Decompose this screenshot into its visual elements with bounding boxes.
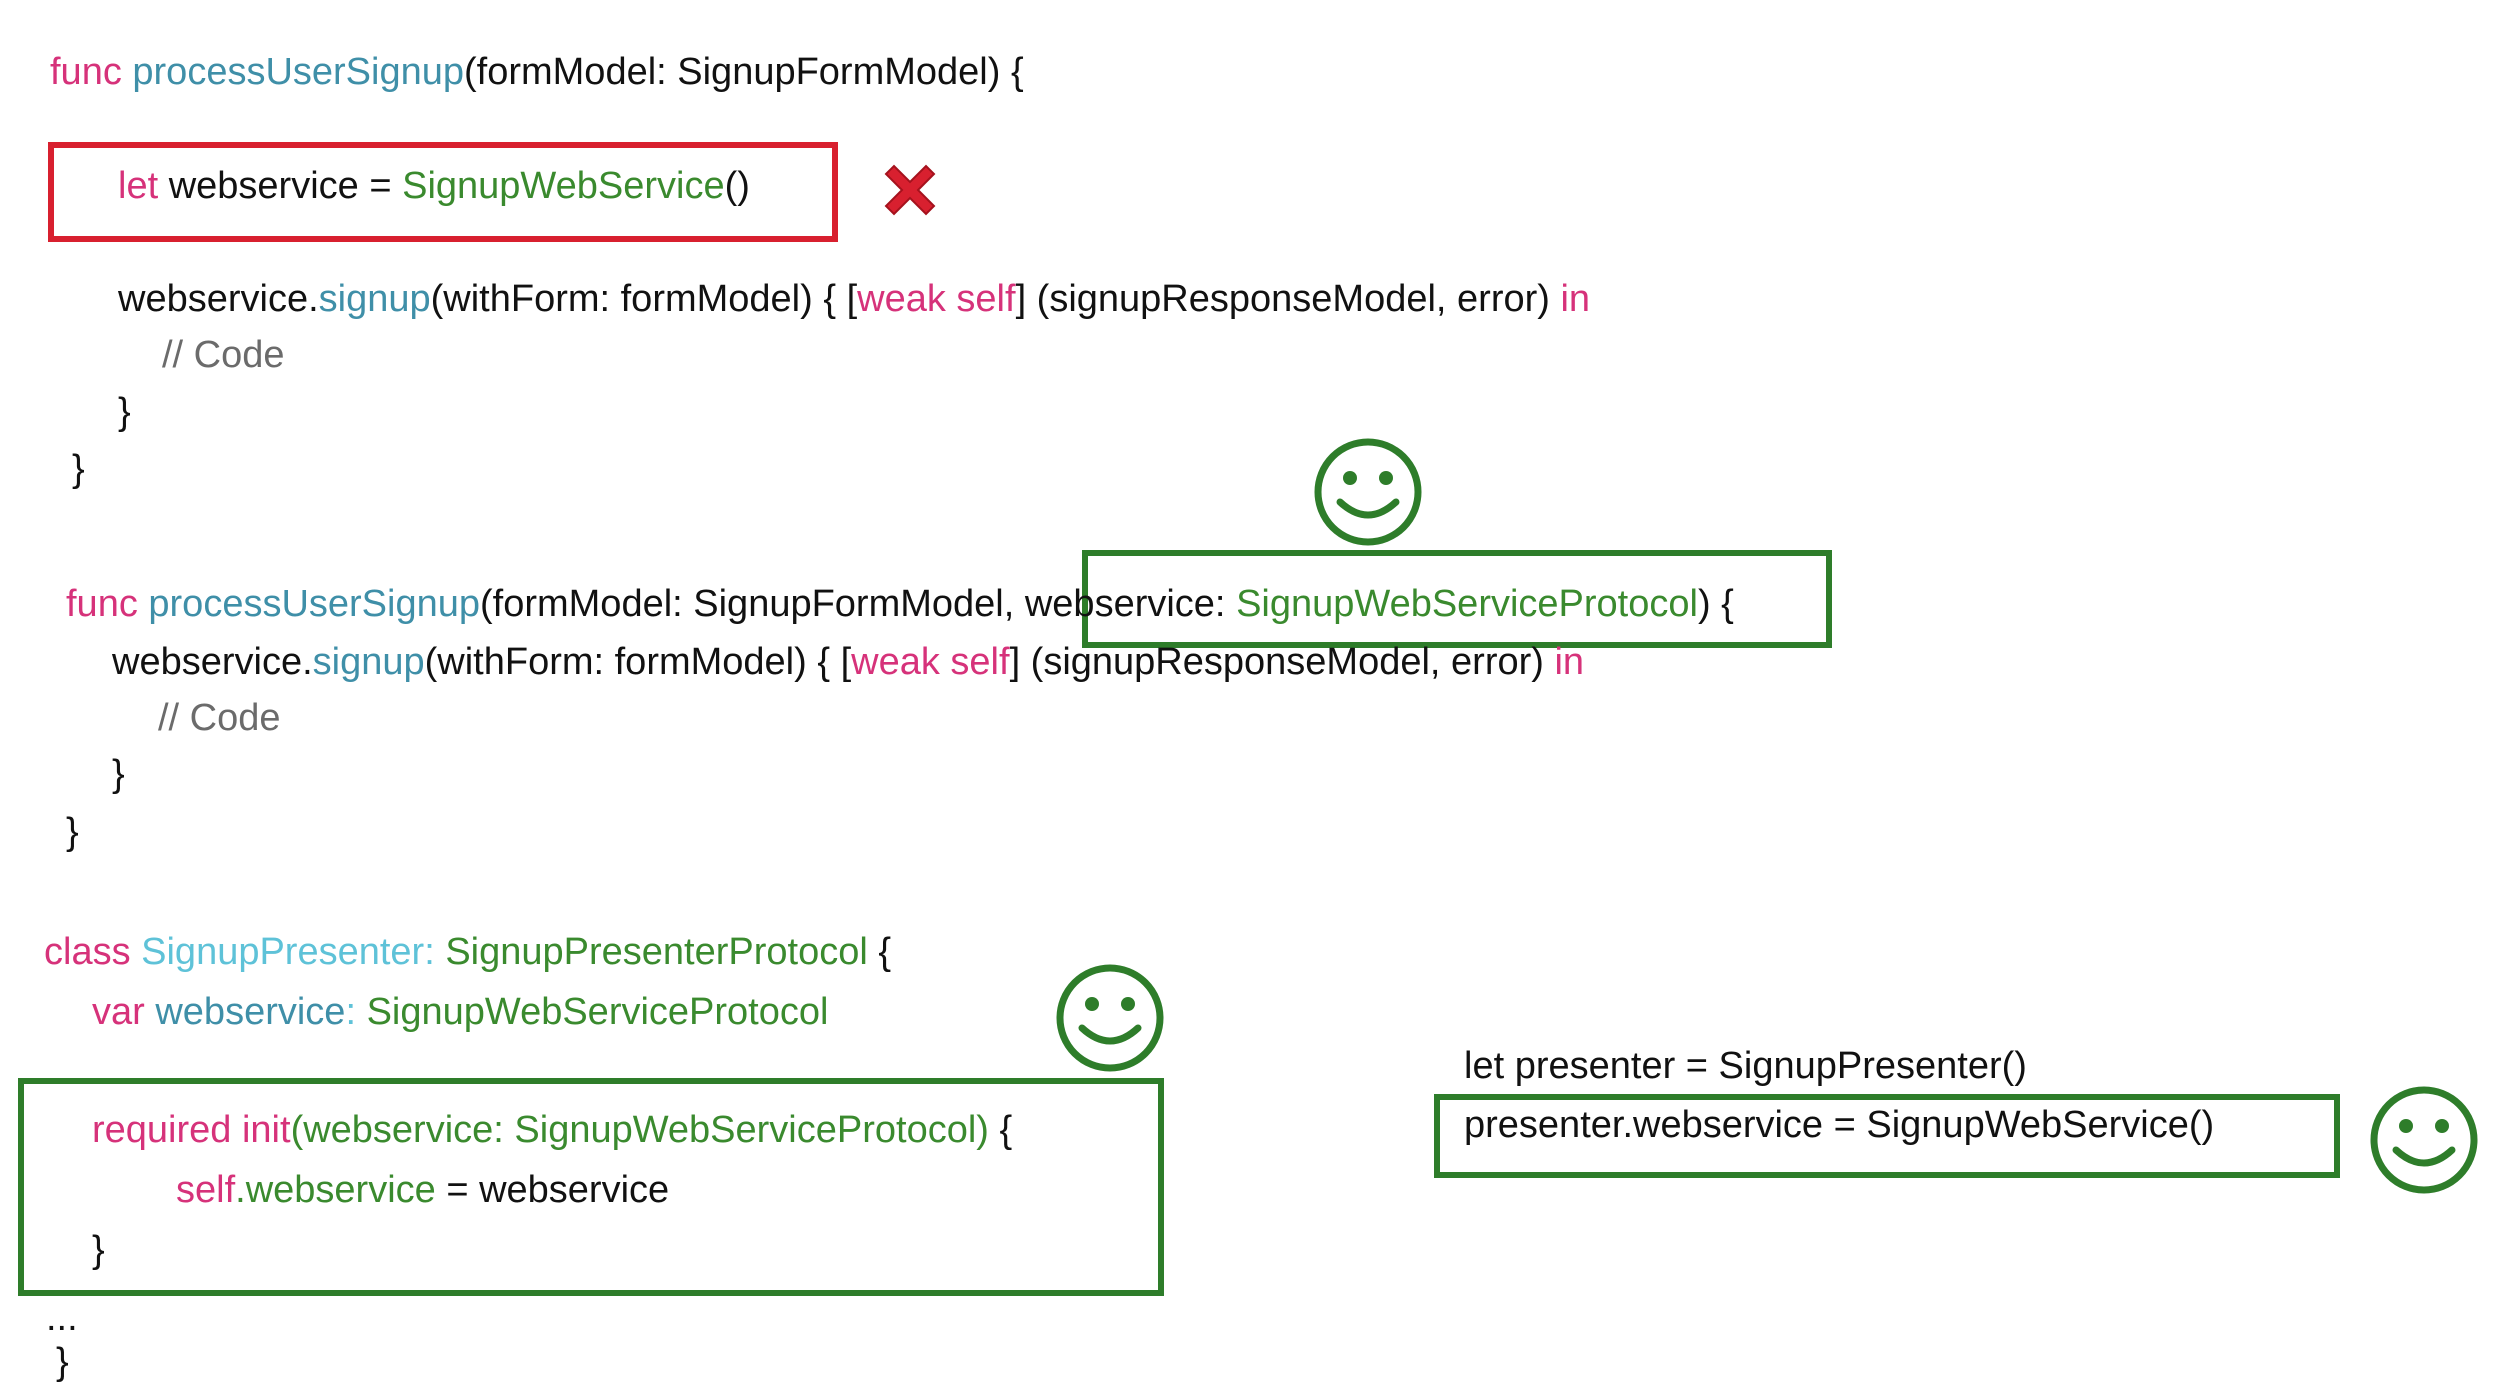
- property-name: webservice: [155, 991, 346, 1033]
- keyword: init: [241, 1109, 291, 1151]
- code-text: ] (signupResponseModel, error): [1009, 641, 1555, 683]
- ellipsis: ...: [46, 1297, 78, 1339]
- keyword: func: [66, 583, 138, 625]
- code-text: webservice =: [158, 165, 403, 207]
- code-line: let webservice = SignupWebService(): [118, 164, 750, 208]
- code-text: (withForm: formModel) { [: [424, 641, 852, 683]
- code-comment: // Code: [162, 334, 285, 376]
- keyword: var: [92, 991, 145, 1033]
- closing-brace: }: [92, 1229, 105, 1271]
- type-name: SignupWebServiceProtocol: [1236, 583, 1698, 625]
- type-name: (webservice: SignupWebServiceProtocol): [290, 1109, 989, 1151]
- keyword: let: [118, 165, 159, 207]
- code-text: (withForm: formModel) { [: [430, 278, 858, 320]
- code-text: {: [867, 931, 892, 973]
- code-line: let presenter = SignupPresenter(): [1464, 1045, 2027, 1087]
- code-text: webservice.: [118, 278, 319, 320]
- type-name: SignupPresenterProtocol: [445, 931, 868, 973]
- type-name: SignupWebService: [402, 165, 725, 207]
- code-line: presenter.webservice = SignupWebService(…: [1464, 1104, 2215, 1146]
- code-line: class SignupPresenter: SignupPresenterPr…: [44, 930, 891, 974]
- code-line: webservice.signup(withForm: formModel) {…: [118, 277, 1590, 321]
- code-text: ) {: [1697, 583, 1734, 625]
- class-name: SignupPresenter:: [141, 931, 446, 973]
- function-name: processUserSignup: [148, 583, 480, 625]
- keyword: in: [1554, 641, 1585, 683]
- code-line: webservice.signup(withForm: formModel) {…: [112, 640, 1584, 684]
- keyword: in: [1560, 278, 1591, 320]
- code-text: webservice.: [112, 641, 313, 683]
- closing-brace: }: [118, 391, 131, 433]
- code-text: ] (signupResponseModel, error): [1015, 278, 1561, 320]
- method-name: signup: [318, 278, 431, 320]
- init-injection-box: [18, 1078, 1164, 1296]
- bad-dependency-box: [48, 142, 838, 242]
- code-text: (): [724, 165, 750, 207]
- keyword: weak self: [857, 278, 1016, 320]
- closing-brace: }: [56, 1341, 69, 1383]
- smiley-icon: [2370, 1086, 2478, 1194]
- code-comment: // Code: [158, 697, 281, 739]
- function-name: processUserSignup: [132, 51, 464, 93]
- code-line: func processUserSignup(formModel: Signup…: [66, 582, 1734, 626]
- keyword: required: [92, 1109, 232, 1151]
- code-line: required init(webservice: SignupWebServi…: [92, 1108, 1012, 1152]
- closing-brace: }: [66, 811, 79, 853]
- code-text: (formModel: SignupFormModel,: [480, 583, 1025, 625]
- red-x-icon: [884, 164, 936, 216]
- keyword: func: [50, 51, 122, 93]
- code-line: func processUserSignup(formModel: Signup…: [50, 50, 1024, 94]
- code-text: {: [988, 1109, 1013, 1151]
- closing-brace: }: [112, 753, 125, 795]
- keyword: self: [176, 1169, 236, 1211]
- property-name: .webservice: [235, 1169, 436, 1211]
- injected-param-box: [1082, 550, 1832, 648]
- code-text: :: [345, 991, 367, 1033]
- smiley-icon: [1314, 438, 1422, 546]
- closing-brace: }: [72, 448, 85, 490]
- code-line: var webservice: SignupWebServiceProtocol: [92, 990, 828, 1034]
- code-text: webservice:: [1024, 583, 1237, 625]
- smiley-icon: [1056, 964, 1164, 1072]
- type-name: SignupWebServiceProtocol: [366, 991, 829, 1033]
- keyword: class: [44, 931, 131, 973]
- code-text: (formModel: SignupFormModel) {: [464, 51, 1024, 93]
- code-line: self.webservice = webservice: [176, 1168, 669, 1212]
- method-name: signup: [312, 641, 425, 683]
- keyword: weak self: [851, 641, 1010, 683]
- property-injection-box: [1434, 1094, 2340, 1178]
- code-text: = webservice: [435, 1169, 670, 1211]
